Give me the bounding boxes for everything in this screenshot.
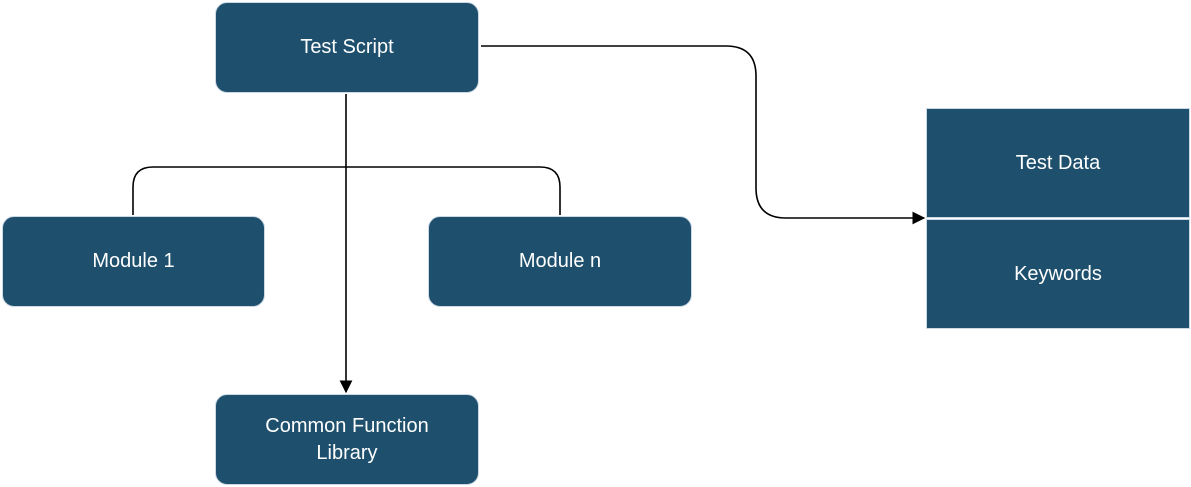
connector-module-1-to-module-n (132, 166, 561, 215)
test-data-node: Test Data (926, 108, 1190, 218)
keywords-node: Keywords (926, 219, 1190, 329)
module-1-label: Module 1 (92, 250, 175, 272)
arrow-test-script-to-test-data (481, 45, 926, 225)
common-function-library-label: Common Function Library (265, 414, 429, 464)
module-n-node: Module n (428, 216, 692, 307)
module-n-label: Module n (518, 250, 602, 272)
module-1-node: Module 1 (2, 216, 265, 307)
test-script-label: Test Script (300, 36, 394, 58)
keywords-label: Keywords (1014, 262, 1102, 285)
test-script-node: Test Script (215, 2, 479, 93)
common-function-library-node: Common Function Library (215, 394, 479, 485)
test-data-label: Test Data (1015, 151, 1101, 174)
